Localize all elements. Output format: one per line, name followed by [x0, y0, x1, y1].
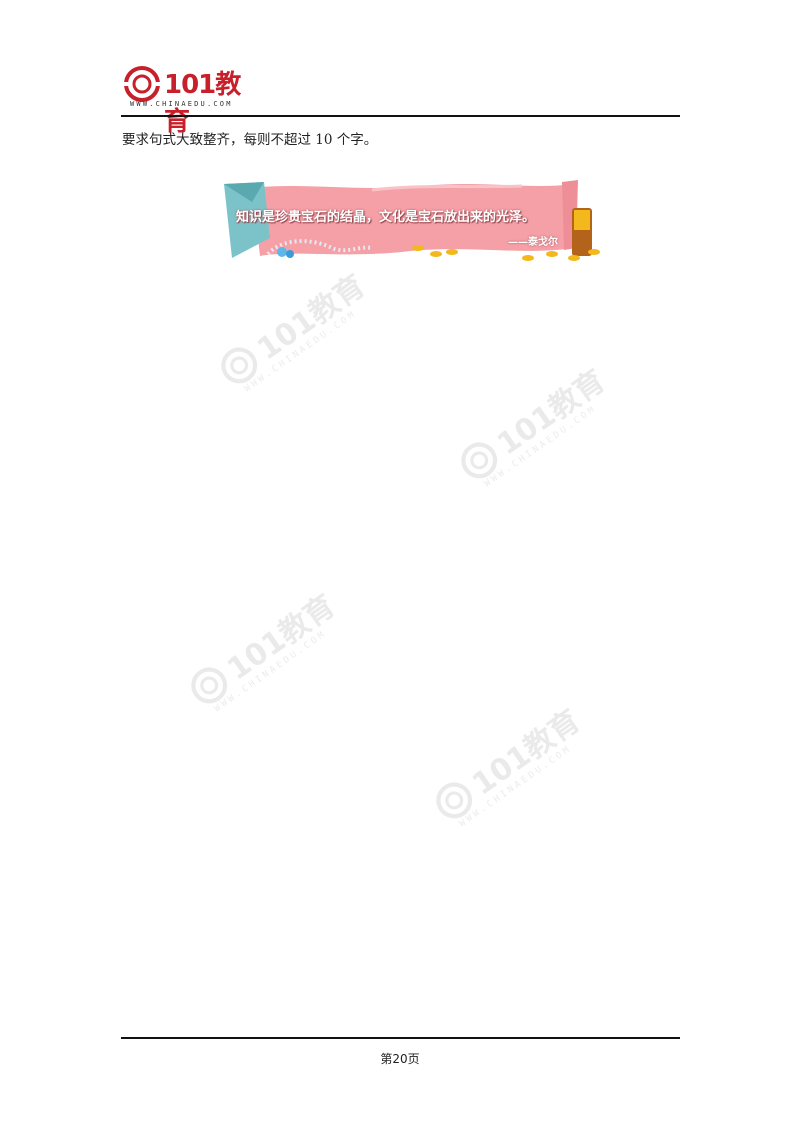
watermark-logo-icon	[436, 782, 473, 819]
logo-chinese: 教育	[164, 70, 241, 137]
watermark: 101教育 WWW.CHINAEDU.COM	[208, 257, 382, 404]
banner-author: ——泰戈尔	[508, 237, 558, 248]
logo-target-icon	[124, 66, 160, 102]
footer-divider	[121, 1037, 680, 1039]
logo-url: WWW.CHINAEDU.COM	[130, 100, 233, 108]
scroll-banner-illustration	[224, 180, 600, 261]
page-number: 第20页	[380, 1052, 420, 1066]
instruction-text: 要求句式大致整齐，每则不超过 10 个字。	[122, 132, 378, 148]
header-divider	[121, 115, 680, 117]
watermark-logo-icon	[221, 347, 258, 384]
logo-number: 101	[164, 70, 216, 100]
watermark: 101教育 WWW.CHINAEDU.COM	[448, 352, 622, 499]
watermark-logo-icon	[191, 667, 228, 704]
logo-wordmark: 101教育	[164, 64, 264, 138]
watermark-logo-icon	[461, 442, 498, 479]
banner-quote: 知识是珍贵宝石的结晶，文化是宝石放出来的光泽。	[236, 210, 536, 225]
watermark: 101教育 WWW.CHINAEDU.COM	[423, 692, 597, 839]
brand-logo: 101教育 WWW.CHINAEDU.COM	[124, 64, 264, 137]
watermark: 101教育 WWW.CHINAEDU.COM	[178, 577, 352, 724]
